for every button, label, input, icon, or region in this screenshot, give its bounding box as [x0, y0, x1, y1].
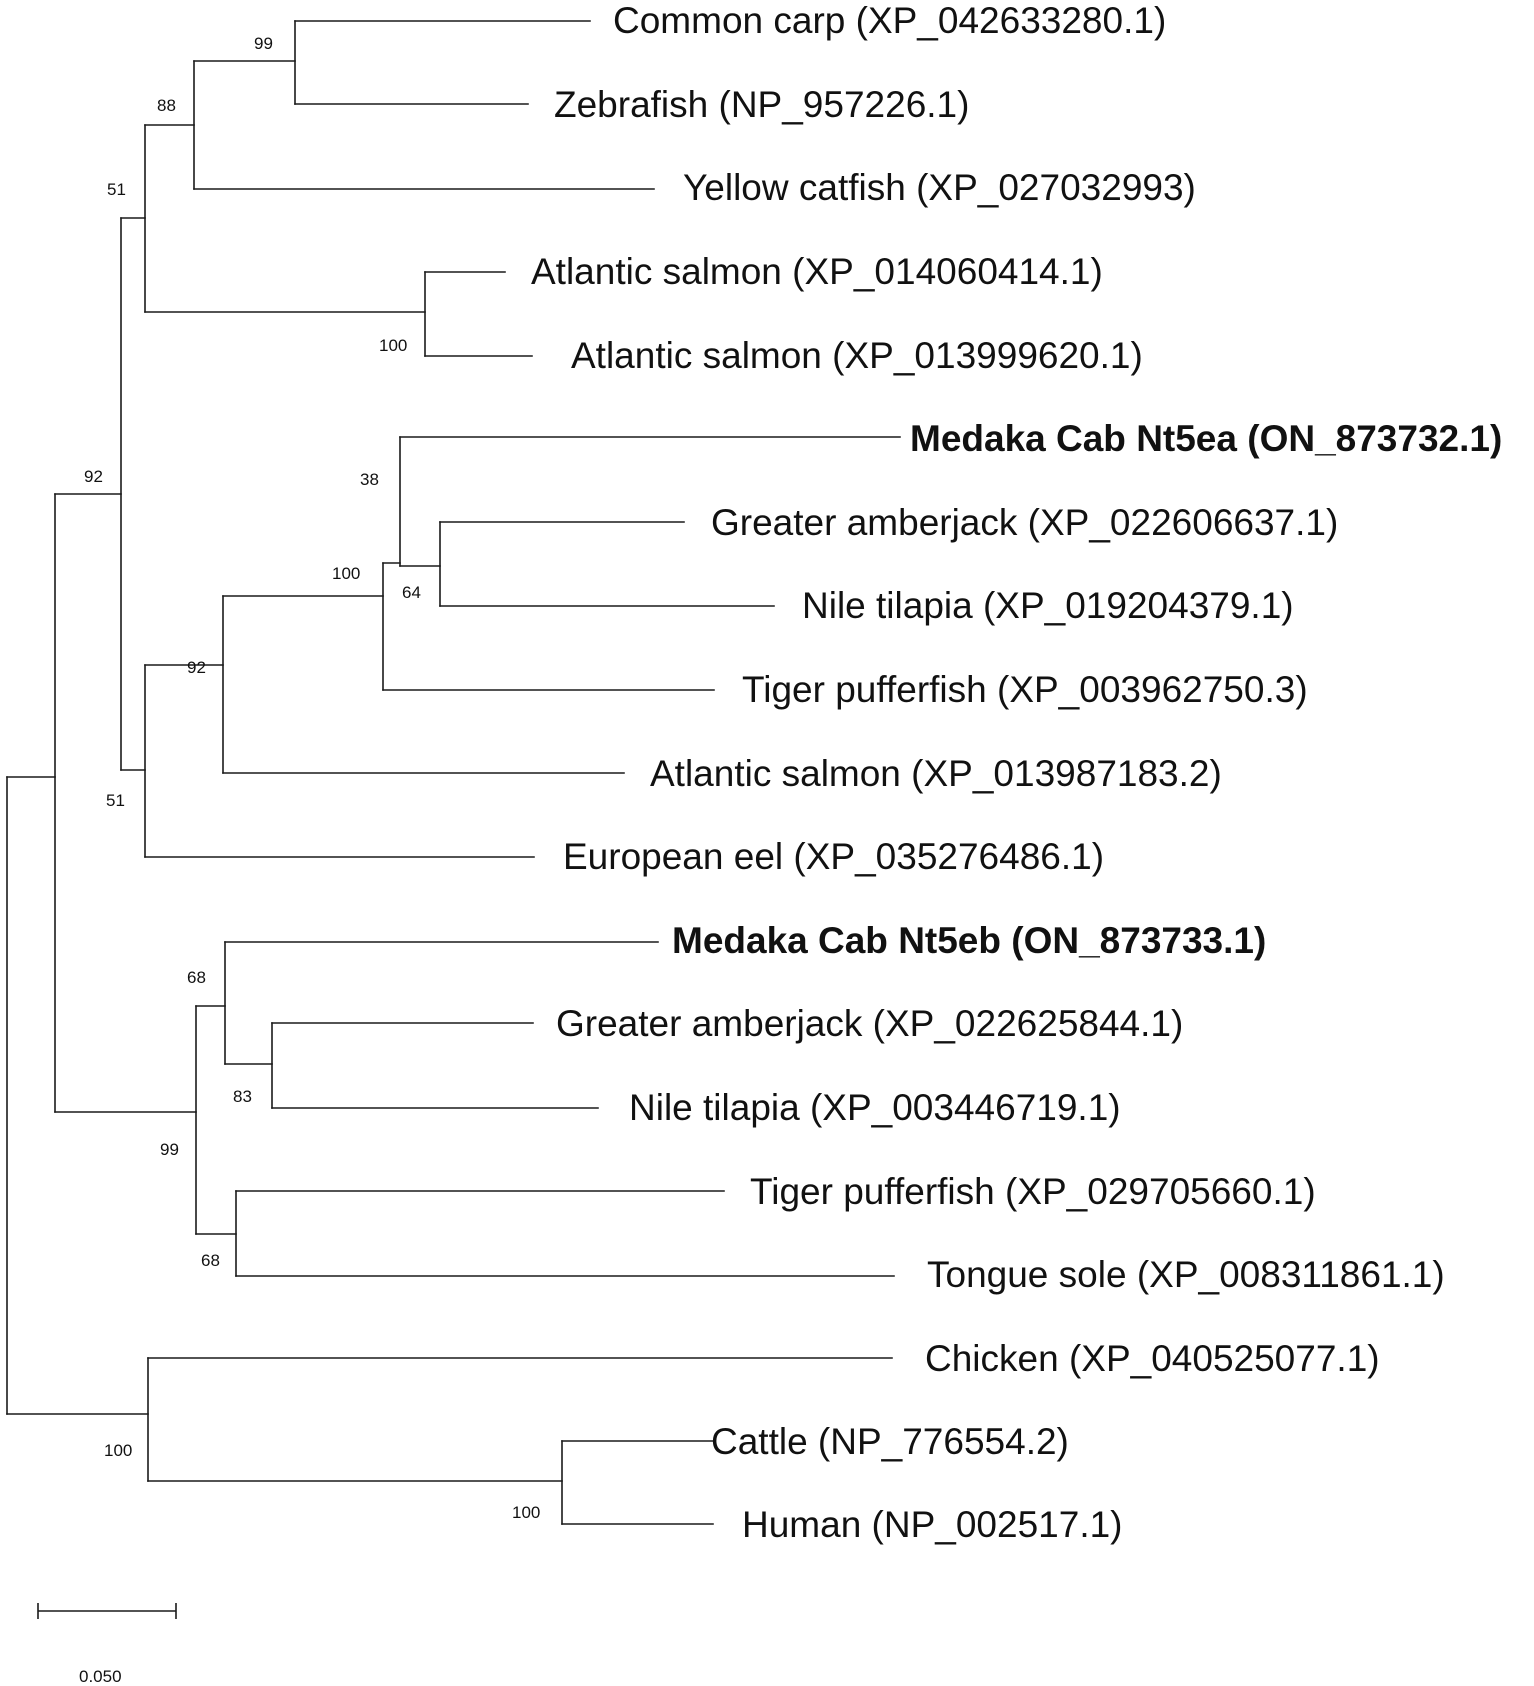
leaf-label-atlantic-salmon-1: Atlantic salmon (XP_014060414.1) [531, 251, 1103, 292]
leaf-label-nile-tilapia-1: Nile tilapia (XP_019204379.1) [802, 585, 1294, 626]
bootstrap-value: 83 [233, 1087, 252, 1106]
bootstrap-value: 88 [157, 96, 176, 115]
leaf-label-zebrafish: Zebrafish (NP_957226.1) [554, 84, 969, 125]
bootstrap-value: 100 [512, 1503, 540, 1522]
scale-bar-label: 0.050 [79, 1667, 122, 1686]
leaf-label-chicken: Chicken (XP_040525077.1) [925, 1338, 1380, 1379]
bootstrap-value: 100 [104, 1441, 132, 1460]
leaf-label-tiger-pufferfish-1: Tiger pufferfish (XP_003962750.3) [742, 669, 1308, 710]
leaf-label-common-carp: Common carp (XP_042633280.1) [613, 0, 1166, 41]
bootstrap-value: 100 [379, 336, 407, 355]
leaf-label-atlantic-salmon-3: Atlantic salmon (XP_013987183.2) [650, 753, 1222, 794]
bootstrap-value: 68 [187, 968, 206, 987]
leaf-label-medaka-nt5eb: Medaka Cab Nt5eb (ON_873733.1) [672, 920, 1266, 961]
leaf-label-greater-amberjack-1: Greater amberjack (XP_022606637.1) [711, 502, 1338, 543]
scale-bar-line [37, 1603, 177, 1619]
bootstrap-value: 99 [254, 34, 273, 53]
leaf-label-nile-tilapia-2: Nile tilapia (XP_003446719.1) [629, 1087, 1121, 1128]
bootstrap-values: 99 88 51 100 38 64 100 92 92 51 68 83 99… [84, 34, 540, 1522]
tree-branches [6, 20, 901, 1525]
leaf-label-tiger-pufferfish-2: Tiger pufferfish (XP_029705660.1) [750, 1171, 1316, 1212]
leaf-label-cattle: Cattle (NP_776554.2) [711, 1421, 1069, 1462]
bootstrap-value: 68 [201, 1251, 220, 1270]
leaf-labels: Common carp (XP_042633280.1) Zebrafish (… [531, 0, 1502, 1545]
leaf-label-greater-amberjack-2: Greater amberjack (XP_022625844.1) [556, 1003, 1183, 1044]
bootstrap-value: 38 [360, 470, 379, 489]
scale-bar: 0.050 [37, 1603, 177, 1686]
bootstrap-value: 92 [84, 467, 103, 486]
bootstrap-value: 100 [332, 564, 360, 583]
bootstrap-value: 64 [402, 583, 421, 602]
leaf-label-tongue-sole: Tongue sole (XP_008311861.1) [927, 1254, 1445, 1295]
leaf-label-yellow-catfish: Yellow catfish (XP_027032993) [683, 167, 1196, 208]
bootstrap-value: 51 [107, 180, 126, 199]
bootstrap-value: 99 [160, 1140, 179, 1159]
leaf-label-european-eel: European eel (XP_035276486.1) [563, 836, 1104, 877]
leaf-label-medaka-nt5ea: Medaka Cab Nt5ea (ON_873732.1) [910, 418, 1502, 459]
leaf-label-atlantic-salmon-2: Atlantic salmon (XP_013999620.1) [571, 335, 1143, 376]
leaf-label-human: Human (NP_002517.1) [742, 1504, 1123, 1545]
bootstrap-value: 51 [106, 791, 125, 810]
bootstrap-value: 92 [187, 658, 206, 677]
